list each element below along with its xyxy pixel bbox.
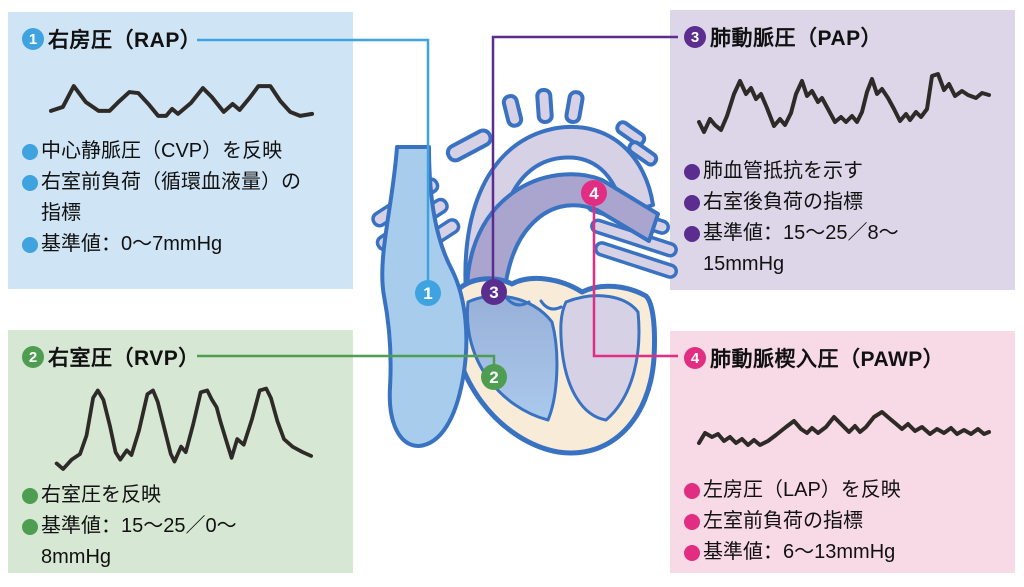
badge-2-number: 2 bbox=[28, 348, 38, 366]
bullet-text: 基準値：6〜13mmHg bbox=[703, 541, 896, 563]
bullet-item: 左房圧（LAP）を反映 bbox=[684, 475, 1003, 506]
svg-text:4: 4 bbox=[589, 184, 599, 203]
badge-1-number: 1 bbox=[28, 30, 38, 48]
panel-pawp: 4 肺動脈楔入圧（PAWP） 左房圧（LAP）を反映 左室前負荷の指標 基準値：… bbox=[670, 331, 1015, 573]
heart-body-icon bbox=[449, 276, 657, 456]
valve-detail-icon bbox=[503, 294, 563, 311]
bullet-dot-icon bbox=[22, 488, 38, 504]
bullet-item: 右室前負荷（循環血液量）の bbox=[22, 167, 341, 198]
bullet-dot-icon bbox=[22, 519, 38, 535]
number-badge-2: 2 bbox=[22, 346, 44, 368]
bullet-item: 右室後負荷の指標 bbox=[684, 187, 1003, 218]
bullet-text: 肺血管抵抗を示す bbox=[703, 160, 863, 182]
right-pulmonary-veins-icon bbox=[371, 177, 461, 275]
panel-rvp-title-row: 2 右室圧（RVP） bbox=[22, 342, 341, 372]
panel-rvp: 2 右室圧（RVP） 右室圧を反映 基準値：15〜25／0〜 8mmHg bbox=[8, 330, 353, 573]
number-badge-3: 3 bbox=[684, 26, 706, 48]
bullet-text-continued: 8mmHg bbox=[41, 546, 112, 568]
pap-waveform bbox=[696, 72, 991, 134]
pawp-waveform bbox=[696, 410, 991, 447]
rvp-waveform-line bbox=[54, 386, 313, 471]
bullet-dot-icon bbox=[22, 175, 38, 191]
bullet-item: 左室前負荷の指標 bbox=[684, 506, 1003, 537]
bullet-text-continued: 15mmHg bbox=[703, 253, 785, 275]
bullet-item: 基準値：15〜25／0〜 bbox=[22, 511, 341, 542]
bullet-dot-icon bbox=[684, 483, 700, 499]
heart-marker-3: 3 bbox=[481, 279, 507, 305]
svg-text:1: 1 bbox=[423, 284, 432, 303]
rap-waveform bbox=[48, 84, 314, 118]
panel-pawp-bullets: 左房圧（LAP）を反映 左室前負荷の指標 基準値：6〜13mmHg bbox=[684, 475, 1003, 568]
pap-waveform-line bbox=[696, 72, 991, 134]
heart-illustration bbox=[371, 87, 678, 456]
bullet-dot-icon bbox=[684, 226, 700, 242]
panel-pap-bullets: 肺血管抵抗を示す 右室後負荷の指標 基準値：15〜25／8〜 15mmHg bbox=[684, 156, 1003, 280]
bullet-item: 基準値：15〜25／8〜 bbox=[684, 218, 1003, 249]
bullet-item: 基準値：0〜7mmHg bbox=[22, 229, 341, 260]
bullet-item: 基準値：6〜13mmHg bbox=[684, 537, 1003, 568]
bullet-text: 右室圧を反映 bbox=[41, 484, 161, 506]
panel-rvp-title: 右室圧（RVP） bbox=[48, 347, 200, 370]
bullet-text: 基準値：15〜25／8〜 bbox=[703, 222, 899, 244]
heart-marker-2: 2 bbox=[481, 364, 507, 390]
panel-rap-title: 右房圧（RAP） bbox=[48, 29, 202, 52]
left-ventricle-icon bbox=[559, 294, 641, 422]
svg-text:3: 3 bbox=[489, 283, 498, 302]
panel-pawp-title-row: 4 肺動脈楔入圧（PAWP） bbox=[684, 343, 1003, 373]
svg-text:2: 2 bbox=[489, 368, 498, 387]
connector-line-pap bbox=[491, 35, 678, 280]
panel-rap: 1 右房圧（RAP） 中心静脈圧（CVP）を反映 右室前負荷（循環血液量）の 指… bbox=[8, 12, 353, 289]
bullet-dot-icon bbox=[684, 164, 700, 180]
bullet-dot-icon bbox=[22, 144, 38, 160]
panel-rvp-bullets: 右室圧を反映 基準値：15〜25／0〜 8mmHg bbox=[22, 480, 341, 573]
panel-pap-title: 肺動脈圧（PAP） bbox=[710, 27, 883, 50]
bullet-text: 左室前負荷の指標 bbox=[703, 510, 863, 532]
badge-4-number: 4 bbox=[690, 349, 700, 367]
bullet-text: 基準値：15〜25／0〜 bbox=[41, 515, 237, 537]
connector-line-pawp bbox=[592, 205, 678, 358]
bullet-text: 右室後負荷の指標 bbox=[703, 191, 863, 213]
heart-marker-4: 4 bbox=[581, 180, 607, 206]
panel-pawp-title: 肺動脈楔入圧（PAWP） bbox=[710, 348, 945, 371]
vena-cava-right-atrium-icon bbox=[380, 145, 469, 448]
bullet-item: 肺血管抵抗を示す bbox=[684, 156, 1003, 187]
bullet-dot-icon bbox=[684, 545, 700, 561]
bullet-item: 中心静脈圧（CVP）を反映 bbox=[22, 136, 341, 167]
panel-pap-title-row: 3 肺動脈圧（PAP） bbox=[684, 22, 1003, 52]
left-pulmonary-veins-icon bbox=[586, 197, 678, 279]
rap-waveform-line bbox=[48, 84, 314, 118]
pulmonary-artery-icon bbox=[465, 172, 660, 337]
rvp-waveform bbox=[54, 386, 313, 471]
pawp-waveform-line bbox=[696, 410, 991, 447]
bullet-text: 右室前負荷（循環血液量）の bbox=[41, 171, 301, 193]
bullet-dot-icon bbox=[684, 514, 700, 530]
aortic-arch-icon bbox=[445, 87, 659, 307]
panel-rap-title-row: 1 右房圧（RAP） bbox=[22, 24, 341, 54]
bullet-dot-icon bbox=[22, 237, 38, 253]
bullet-text: 基準値：0〜7mmHg bbox=[41, 233, 223, 255]
right-ventricle-icon bbox=[465, 294, 559, 422]
bullet-text: 中心静脈圧（CVP）を反映 bbox=[41, 140, 283, 162]
panel-rap-bullets: 中心静脈圧（CVP）を反映 右室前負荷（循環血液量）の 指標 基準値：0〜7mm… bbox=[22, 136, 341, 260]
bullet-item: 右室圧を反映 bbox=[22, 480, 341, 511]
heart-marker-1: 1 bbox=[415, 280, 441, 306]
bullet-text-continued: 指標 bbox=[41, 202, 81, 224]
number-badge-1: 1 bbox=[22, 28, 44, 50]
panel-pap: 3 肺動脈圧（PAP） 肺血管抵抗を示す 右室後負荷の指標 基準値：15〜25／… bbox=[670, 10, 1015, 290]
bullet-text: 左房圧（LAP）を反映 bbox=[703, 479, 901, 501]
bullet-dot-icon bbox=[684, 195, 700, 211]
badge-3-number: 3 bbox=[690, 28, 700, 46]
number-badge-4: 4 bbox=[684, 347, 706, 369]
